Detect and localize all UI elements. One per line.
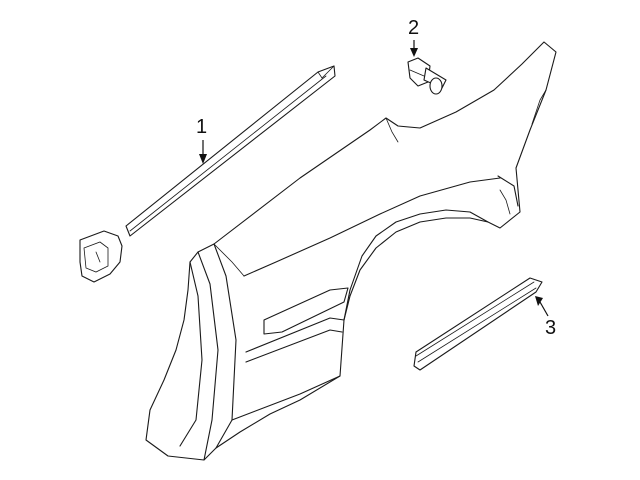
- callout-3: 3: [535, 296, 556, 339]
- part-2-clip: [407, 57, 447, 95]
- quarter-panel: [145, 41, 557, 461]
- part-3-molding: [413, 277, 543, 371]
- callout-2: 2: [408, 17, 419, 57]
- callout-3-leader: [539, 301, 549, 317]
- callout-2-arrowhead: [410, 48, 418, 57]
- callout-1: 1: [196, 116, 207, 164]
- part-1-seal-strip: [79, 65, 336, 283]
- callout-2-label: 2: [408, 17, 419, 39]
- callout-3-label: 3: [545, 317, 556, 339]
- callout-1-arrowhead: [199, 154, 207, 164]
- callout-3-arrowhead: [535, 296, 543, 306]
- callout-1-label: 1: [196, 116, 207, 138]
